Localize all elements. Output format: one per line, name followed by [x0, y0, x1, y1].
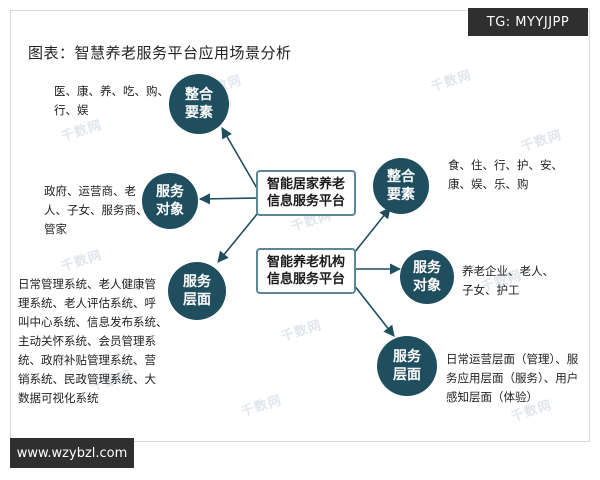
right-circle-integrate: 整合 要素 [373, 158, 429, 214]
left-circle-integrate: 整合 要素 [169, 74, 229, 134]
note-line: 数据可视化系统 [18, 391, 99, 405]
circle-label: 整合 [387, 169, 415, 185]
note-line: 行、娱 [54, 103, 89, 117]
note-line: 子女、护工 [462, 283, 520, 297]
note-line: 感知层面（体验） [446, 390, 538, 404]
note-line: 康、娱、乐、购 [448, 177, 529, 191]
note-line: 销系统、民政管理系统、大 [18, 372, 156, 386]
left-note-service-level: 日常管理系统、老人健康管 理系统、老人评估系统、呼 叫中心系统、信息发布系统、 … [18, 275, 168, 408]
left-note-integrate: 医、康、养、吃、购、 行、娱 [54, 82, 169, 120]
note-line: 叫中心系统、信息发布系统、 [18, 315, 168, 329]
right-note-service-level: 日常运营层面（管理）、服 务应用层面（服务）、用户 感知层面（体验） [446, 350, 578, 407]
right-circle-service-level: 服务 层面 [377, 336, 437, 396]
circle-label: 服务 [393, 349, 421, 365]
center-box-home-care-platform: 智能居家养老 信息服务平台 [256, 170, 356, 216]
left-circle-service-object: 服务 对象 [142, 173, 198, 229]
circle-label: 对象 [156, 202, 184, 218]
circle-label: 层面 [183, 292, 211, 308]
note-line: 管家 [44, 222, 67, 236]
top-tag: TG: MYYJJPP [468, 8, 588, 36]
note-line: 日常运营层面（管理）、服 [446, 352, 579, 366]
right-circle-service-object: 服务 对象 [400, 250, 454, 304]
circle-label: 服务 [156, 184, 184, 200]
circle-label: 层面 [393, 367, 421, 383]
diagram-title: 图表：智慧养老服务平台应用场景分析 [28, 44, 292, 62]
right-note-service-object: 养老企业、老人、 子女、护工 [462, 262, 554, 300]
diagram-frame [10, 10, 590, 442]
note-line: 统、政府补贴管理系统、营 [18, 353, 156, 367]
note-line: 政府、运营商、老 [44, 184, 136, 198]
center-box-institution-platform: 智能养老机构 信息服务平台 [256, 248, 356, 294]
left-note-service-object: 政府、运营商、老 人、子女、服务商、 管家 [44, 182, 148, 239]
circle-label: 整合 [185, 87, 213, 103]
center-box-label: 信息服务平台 [266, 272, 345, 287]
circle-label: 服务 [183, 274, 211, 290]
note-line: 日常管理系统、老人健康管 [18, 277, 156, 291]
circle-label: 服务 [413, 260, 441, 276]
bottom-url-tag: www.wzybzl.com [10, 438, 134, 468]
note-line: 人、子女、服务商、 [44, 203, 148, 217]
arrow-to-left-service-object [198, 193, 259, 205]
note-line: 务应用层面（服务）、用户 [446, 371, 579, 385]
note-line: 食、住、行、护、安、 [448, 158, 563, 172]
arrow-to-left-integrate [221, 127, 259, 191]
circle-label: 对象 [413, 278, 441, 294]
note-line: 主动关怀系统、会员管理系 [18, 334, 156, 348]
note-line: 理系统、老人评估系统、呼 [18, 296, 156, 310]
note-line: 医、康、养、吃、购、 [54, 84, 169, 98]
circle-label: 要素 [185, 105, 213, 121]
arrow-to-right-integrate [349, 207, 391, 259]
right-note-integrate: 食、住、行、护、安、 康、娱、乐、购 [448, 156, 563, 194]
arrow-to-left-service-level [217, 207, 263, 263]
note-line: 养老企业、老人、 [462, 264, 554, 278]
center-box-label: 智能养老机构 [266, 255, 345, 270]
circle-label: 要素 [387, 187, 415, 203]
center-box-label: 智能居家养老 [266, 177, 345, 192]
arrow-to-right-service-level [349, 279, 395, 337]
left-circle-service-level: 服务 层面 [168, 262, 226, 320]
center-box-label: 信息服务平台 [266, 194, 345, 209]
